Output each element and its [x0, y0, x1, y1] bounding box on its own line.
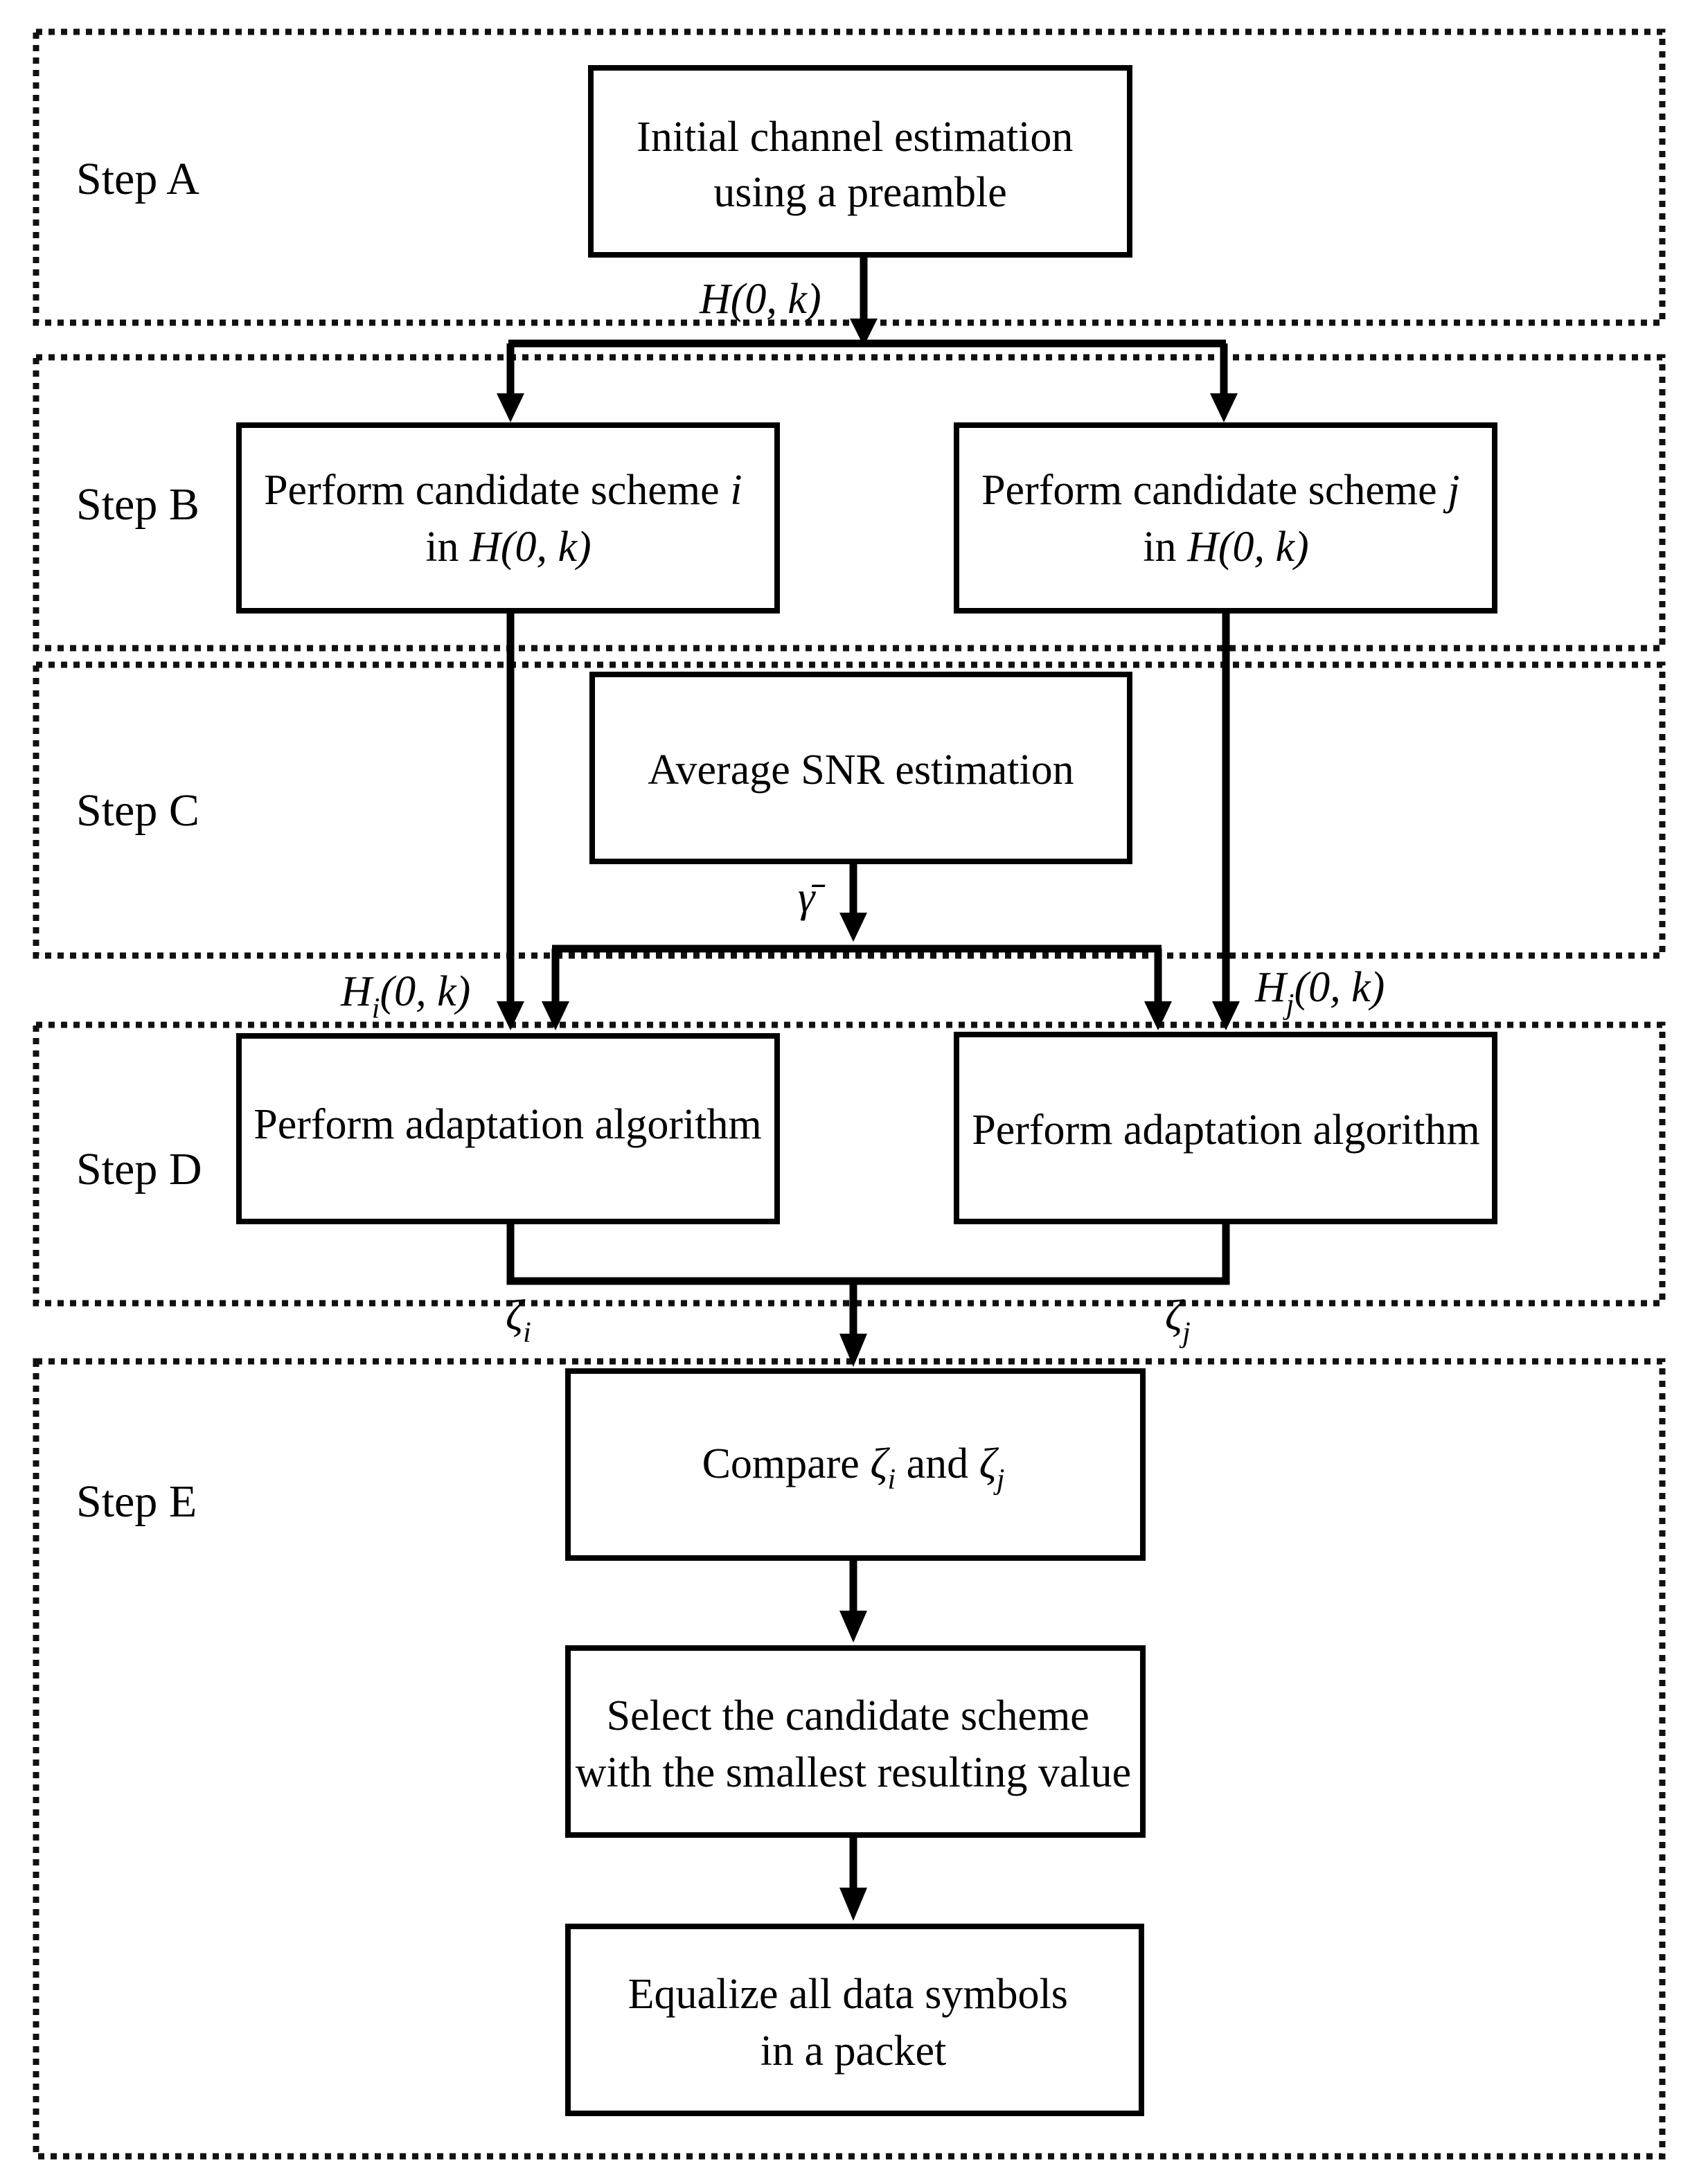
zeta-i-label: ζi — [506, 1292, 531, 1349]
snr-estimation-text: Average SNR estimation — [648, 746, 1074, 794]
equalize-text: Equalize all data symbols in a packet — [628, 1971, 1079, 2075]
candidate-scheme-j-line-2: in H(0, k) — [1143, 523, 1308, 571]
hi-label: Hi(0, k) — [340, 968, 470, 1025]
arrowhead-e-compare — [839, 1334, 867, 1367]
zeta-j-label: ζj — [1165, 1292, 1191, 1349]
connector-d-merge — [506, 1221, 1230, 1285]
step-a-region — [33, 28, 1666, 326]
select-scheme-box — [565, 1645, 1146, 1838]
step-d-label: Step D — [76, 1144, 202, 1194]
compare-text: Compare ζi and ζj — [702, 1440, 1005, 1496]
adaptation-left-box — [236, 1033, 780, 1224]
connectors — [497, 255, 1240, 1921]
step-b-region — [33, 354, 1666, 652]
select-scheme-line-1: Select the candidate scheme — [607, 1692, 1089, 1739]
arrowhead-b-right — [1210, 393, 1238, 422]
step-d-region — [33, 1021, 1666, 1307]
candidate-scheme-j-box — [954, 422, 1497, 614]
arrowhead-c-down — [839, 913, 867, 942]
candidate-scheme-j-text: Perform candidate scheme j in H(0, k) — [981, 467, 1470, 571]
step-e-region — [33, 1358, 1666, 2160]
select-scheme-line-2: with the smallest resulting value — [576, 1749, 1131, 1796]
adaptation-right-box — [954, 1032, 1497, 1224]
candidate-scheme-i-line-1: Perform candidate scheme i — [264, 467, 742, 514]
arrowhead-d-hi — [497, 1001, 524, 1030]
equalize-line-1: Equalize all data symbols — [628, 1971, 1068, 2018]
hj-label: Hj(0, k) — [1254, 964, 1385, 1021]
equalize-box — [565, 1924, 1144, 2116]
arrowhead-d-snr-left — [542, 1001, 569, 1030]
arrowhead-a-down — [850, 319, 878, 346]
step-c-region — [33, 661, 1666, 959]
equalize-line-2: in a packet — [760, 2028, 947, 2075]
step-b-label: Step B — [76, 479, 199, 530]
arrowhead-d-snr-right — [1144, 1001, 1172, 1030]
snr-estimation-box — [589, 672, 1132, 864]
initial-estimation-line-1: Initial channel estimation — [637, 114, 1073, 161]
candidate-scheme-i-box — [236, 422, 780, 614]
arrowhead-e-select — [839, 1611, 867, 1643]
candidate-scheme-i-text: Perform candidate scheme i in H(0, k) — [264, 467, 753, 571]
initial-estimation-line-2: using a preamble — [713, 169, 1007, 216]
channel-estimate-label: H(0, k) — [699, 276, 821, 323]
step-a-label: Step A — [76, 154, 199, 204]
step-e-label: Step E — [76, 1476, 197, 1527]
candidate-scheme-j-line-1: Perform candidate scheme j — [981, 467, 1459, 514]
initial-estimation-box — [588, 65, 1132, 258]
adaptation-left-text: Perform adaptation algorithm — [253, 1101, 761, 1148]
select-scheme-text: Select the candidate scheme with the sma… — [576, 1692, 1131, 1796]
candidate-scheme-i-line-2: in H(0, k) — [425, 523, 591, 571]
arrowhead-d-hj — [1212, 1001, 1240, 1030]
arrowhead-b-left — [497, 393, 524, 422]
arrowhead-e-equalize — [839, 1888, 867, 1921]
step-c-label: Step C — [76, 785, 199, 836]
snr-label: γ̄ — [798, 874, 826, 921]
initial-estimation-text: Initial channel estimation using a pream… — [637, 114, 1084, 216]
compare-box — [565, 1368, 1146, 1561]
adaptation-right-text: Perform adaptation algorithm — [972, 1107, 1479, 1154]
